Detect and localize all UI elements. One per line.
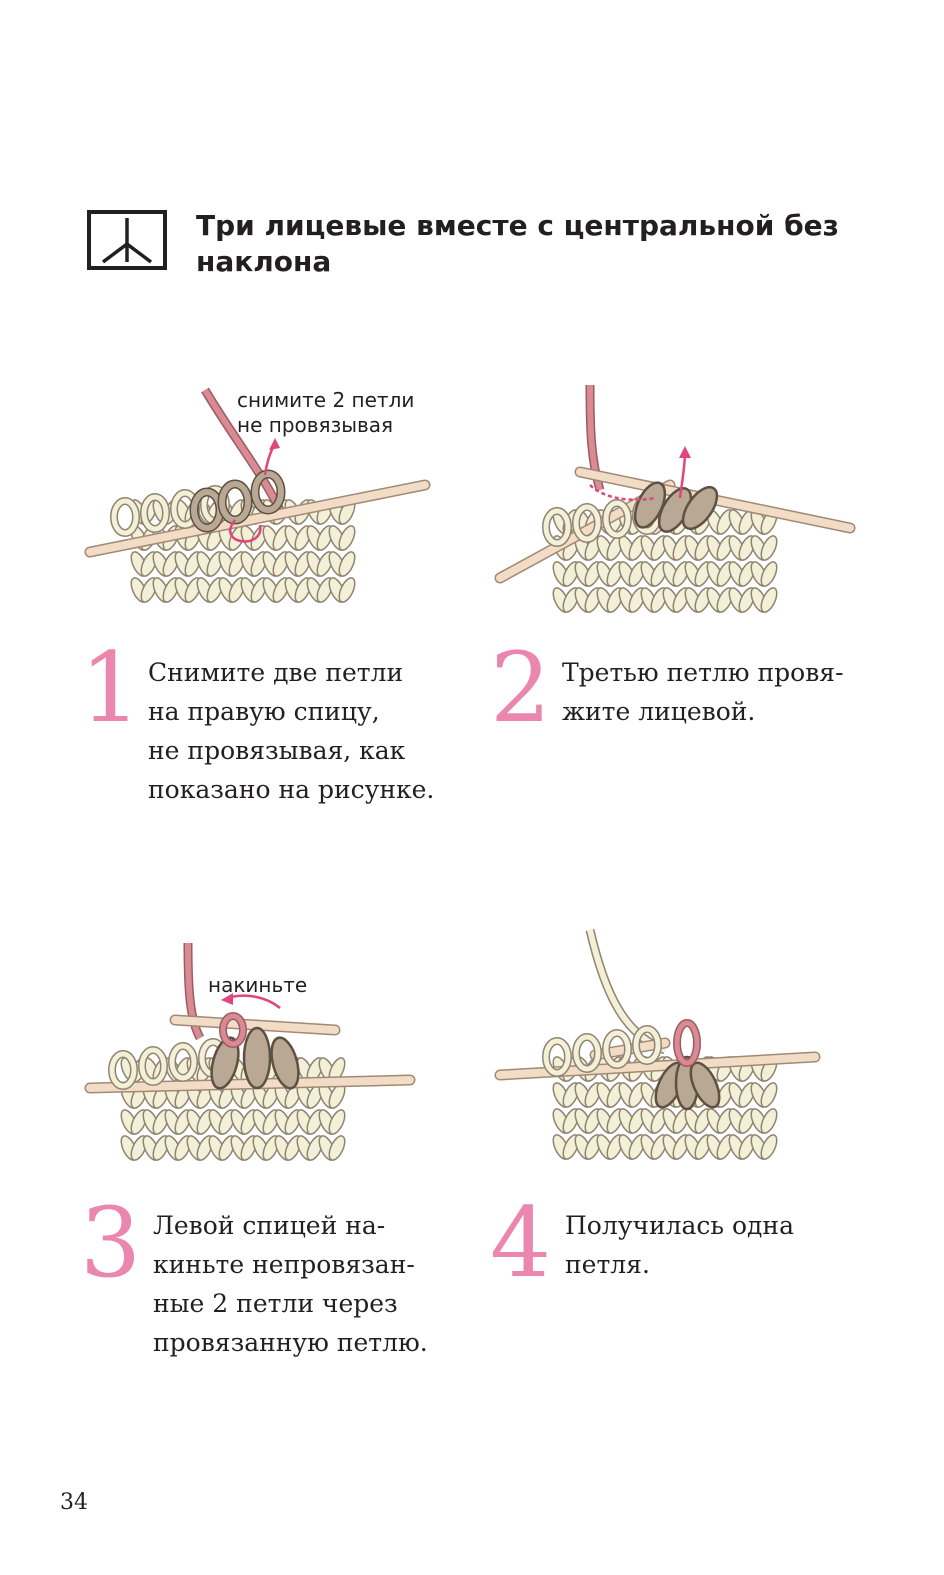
needle-loop — [573, 1034, 601, 1072]
knit-fabric — [552, 509, 778, 613]
step-text-line: киньте непровязан- — [153, 1250, 415, 1279]
stitch-symbol-icon — [87, 210, 167, 270]
callout-line: не провязывая — [237, 413, 394, 437]
step-text-line: петля. — [565, 1250, 650, 1279]
step-text-line: жите лицевой. — [562, 697, 756, 726]
step-4-text: Получилась одна петля. — [565, 1206, 794, 1284]
needle-loop — [543, 1038, 571, 1076]
step-1-illustration — [84, 380, 431, 640]
needle-loops — [542, 1025, 662, 1077]
knit-stitch — [760, 1108, 778, 1134]
step-text-line: показано на рисунке. — [148, 775, 435, 804]
page-title: Три лицевые вместе с центральной без нак… — [196, 209, 839, 278]
knit-stitch — [760, 1134, 778, 1160]
needle-loop — [543, 508, 571, 546]
knit-stitch — [760, 587, 778, 613]
step-2-number: 2 — [490, 632, 552, 744]
callout-line: снимите 2 петли — [237, 388, 415, 412]
needle-loop — [141, 494, 169, 532]
knit-stitch — [328, 1135, 346, 1161]
step-text-line: Третью петлю провя- — [562, 658, 844, 687]
step-3-callout: накиньте — [208, 973, 307, 998]
page-number: 34 — [60, 1490, 88, 1515]
needle-loop — [573, 504, 601, 542]
step-text-line: Снимите две петли — [148, 658, 404, 687]
needle-loop — [633, 1026, 661, 1064]
step-text-line: ные 2 петли через — [153, 1289, 398, 1318]
step-text-line: не провязывая, как — [148, 736, 406, 765]
knit-stitch — [760, 535, 778, 561]
needle-loop — [139, 1047, 167, 1085]
needle-loop — [169, 1043, 197, 1081]
step-1-text: Снимите две петли на правую спицу, не пр… — [148, 653, 434, 809]
step-text-line: на правую спицу, — [148, 697, 380, 726]
knit-stitch — [338, 525, 356, 551]
needle-loop — [111, 498, 139, 536]
knit-stitch — [338, 551, 356, 577]
knit-stitch — [760, 561, 778, 587]
step-3-text: Левой спицей на- киньте непровязан- ные … — [153, 1206, 428, 1362]
step-text-line: Левой спицей на- — [153, 1211, 386, 1240]
step-text-line: провязанную петлю. — [153, 1328, 428, 1357]
step-1-number: 1 — [80, 632, 142, 744]
needle-loop — [603, 1030, 631, 1068]
knit-stitch — [338, 577, 356, 603]
step-text-line: Получилась одна — [565, 1211, 794, 1240]
knit-stitch — [760, 1082, 778, 1108]
step-1-callout: снимите 2 петли не провязывая — [237, 388, 414, 438]
knit-stitch — [328, 1109, 346, 1135]
step-2-illustration — [494, 380, 856, 640]
step-4-number: 4 — [490, 1187, 552, 1299]
needle-loop — [109, 1051, 137, 1089]
step-2-text: Третью петлю провя- жите лицевой. — [562, 653, 844, 731]
step-3-illustration — [84, 938, 420, 1188]
step-4-illustration — [494, 925, 825, 1187]
needle-loop — [603, 500, 631, 538]
callout-line: накиньте — [208, 973, 308, 997]
step-3-number: 3 — [80, 1187, 142, 1299]
